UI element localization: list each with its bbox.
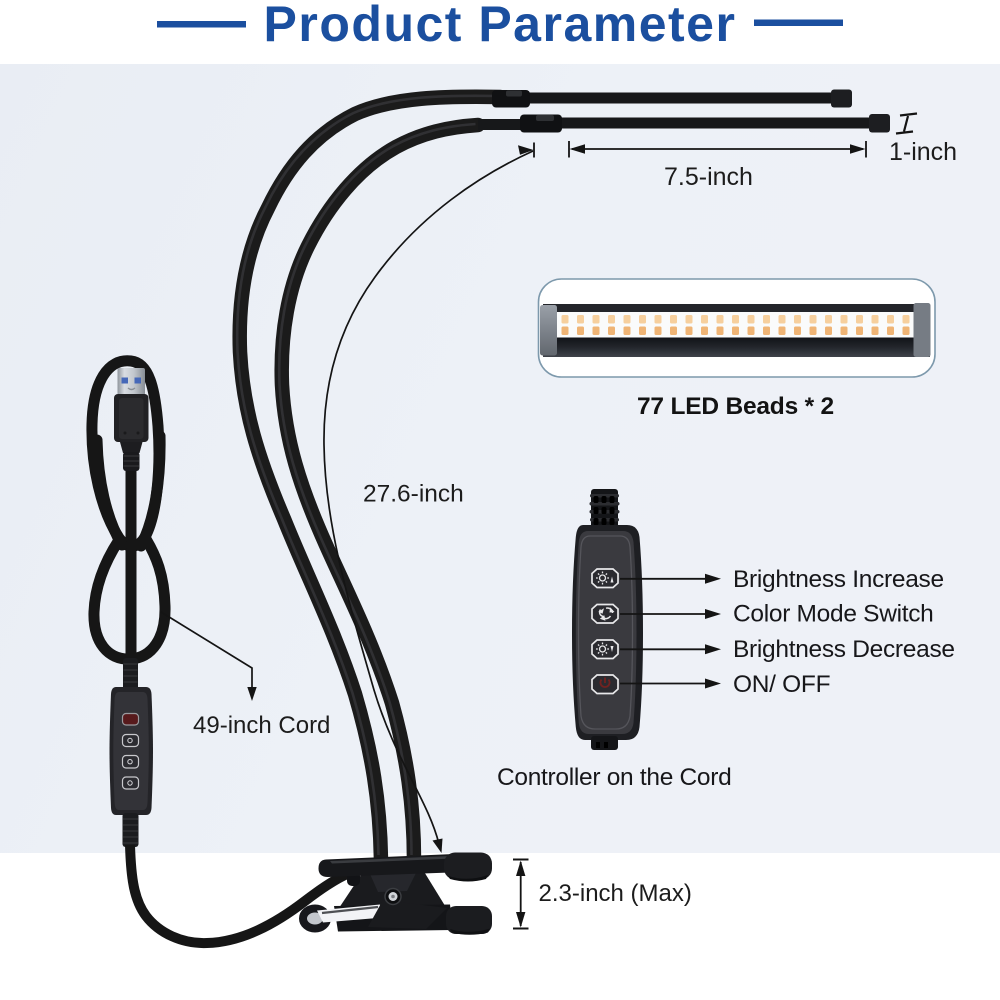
svg-text:2.3-inch (Max): 2.3-inch (Max) bbox=[539, 880, 692, 907]
svg-text:27.6-inch: 27.6-inch bbox=[363, 481, 464, 508]
svg-text:Brightness Increase: Brightness Increase bbox=[733, 566, 944, 593]
svg-text:ON/ OFF: ON/ OFF bbox=[733, 671, 830, 698]
svg-text:7.5-inch: 7.5-inch bbox=[664, 163, 753, 191]
svg-text:1-inch: 1-inch bbox=[889, 138, 957, 166]
svg-text:77 LED Beads * 2: 77 LED Beads * 2 bbox=[637, 393, 834, 420]
svg-text:Brightness Decrease: Brightness Decrease bbox=[733, 636, 955, 663]
svg-text:Product Parameter: Product Parameter bbox=[264, 0, 737, 52]
svg-text:Controller on the Cord: Controller on the Cord bbox=[497, 764, 731, 791]
svg-text:49-inch Cord: 49-inch Cord bbox=[193, 712, 330, 739]
svg-text:Color Mode Switch: Color Mode Switch bbox=[733, 601, 934, 628]
